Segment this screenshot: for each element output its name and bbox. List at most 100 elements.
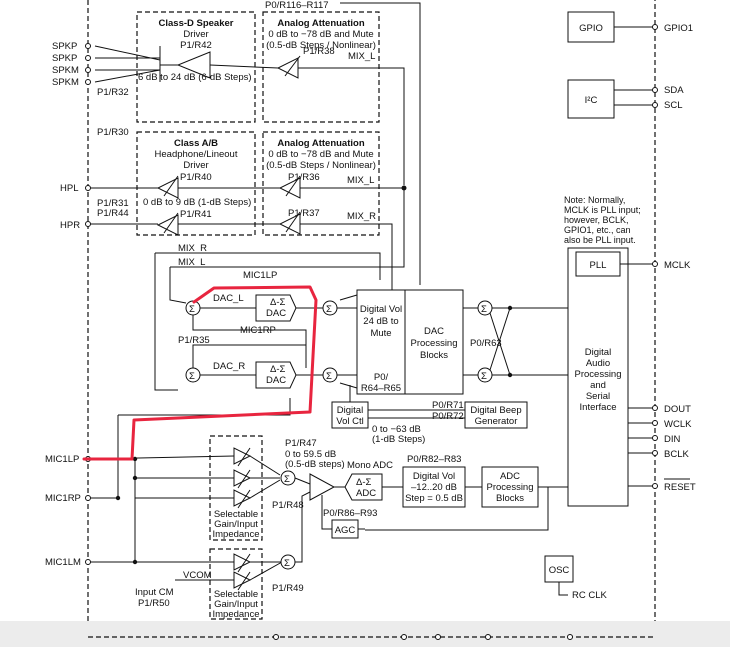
analog-attenuation-1-block: Analog Attenuation 0 dB to −78 dB and Mu…	[262, 11, 380, 123]
pin-mclk: MCLK	[664, 260, 691, 271]
dac-processing-blocks: DAC Processing Blocks	[404, 289, 464, 395]
sum-left-top-sym: Σ	[189, 304, 195, 315]
adc-gain2: (0.5-dB steps)	[285, 459, 345, 470]
atten1-l1: 0 dB to −78 dB and Mute	[268, 29, 373, 40]
sum-adc-top-sym: Σ	[284, 474, 290, 485]
atten2-reg2: P1/R37	[288, 208, 320, 219]
adc-gain1: 0 to 59.5 dB	[285, 449, 336, 460]
hp-reg1: P1/R40	[180, 172, 212, 183]
adc-dv3: Step = 0.5 dB	[405, 493, 463, 504]
right-pins: MCLK DOUT WCLK DIN BCLK RESET	[652, 260, 696, 493]
adc-dv2: –12..20 dB	[411, 482, 457, 493]
digital-vol-ctl: Digital Vol Ctl	[331, 401, 369, 429]
volctl-l2: Vol Ctl	[336, 416, 363, 427]
dac-r-label: DAC_R	[213, 361, 245, 372]
dacproc-l3: Blocks	[420, 350, 448, 361]
pin-gpio1: GPIO1	[664, 23, 693, 34]
ap2: Processing	[487, 482, 534, 493]
beep-range1: 0 to −63 dB	[372, 424, 421, 435]
input-cm-reg: P1/R50	[138, 598, 170, 609]
selgain-top-l1: Selectable	[214, 509, 258, 520]
pin-dout: DOUT	[664, 404, 691, 415]
digvol-l3: Mute	[370, 328, 391, 339]
note-l3: however, BCLK,	[564, 215, 629, 225]
osc-block: OSC RC CLK	[544, 555, 608, 601]
analog-attenuation-2-block: Analog Attenuation 0 dB to −78 dB and Mu…	[262, 131, 380, 236]
adc-processing-blocks: ADC Processing Blocks	[481, 466, 539, 508]
selectable-gain-bottom: Selectable Gain/Input Impedance	[209, 548, 263, 620]
dac-right-label: DAC	[266, 375, 286, 386]
sum-left-bottom-sym: Σ	[189, 371, 195, 382]
dac-right-block	[255, 361, 297, 389]
mic1lp-label: MIC1LP	[243, 270, 277, 281]
atten1-amp-icon	[276, 57, 299, 79]
input-pins: MIC1LP MIC1RP MIC1LM VCOM Input CM P1/R5…	[45, 454, 212, 609]
pin-spkm-2: SPKM	[52, 77, 79, 88]
agc-label: AGC	[335, 525, 356, 536]
pin-spkp-1: SPKP	[52, 41, 77, 52]
pin-mic1rp: MIC1RP	[45, 493, 81, 504]
top-register: P0/R116–R117	[265, 0, 329, 11]
atten1-mix: MIX_L	[348, 51, 375, 62]
atten2-mix1: MIX_L	[347, 175, 374, 186]
p0r63-label: P0/R63	[470, 338, 502, 349]
atten1-l2: (0.5-dB Steps / Nonlinear)	[266, 40, 376, 51]
speaker-reg: P1/R42	[180, 40, 212, 51]
note-l2: MCLK is PLL input;	[564, 205, 641, 215]
dac-digital-volume: Digital Vol 24 dB to Mute P0/ R64–R65	[356, 289, 406, 395]
selgain-top-l2: Gain/Input	[214, 519, 258, 530]
mono-adc-block: Δ-Σ ADC	[344, 473, 383, 501]
ap3: Blocks	[496, 493, 524, 504]
p1r30-label: P1/R30	[97, 127, 129, 138]
dac-left-block	[255, 294, 297, 322]
dac-left-label: DAC	[266, 308, 286, 319]
p1r31-label: P1/R31	[97, 198, 129, 209]
dac-right-sym: Δ-Σ	[270, 364, 286, 375]
serial-l2: Audio	[586, 358, 610, 369]
pll-label: PLL	[590, 260, 607, 271]
note-l5: also be PLL input.	[564, 235, 636, 245]
p1r47-label: P1/R47	[285, 438, 317, 449]
hp-pins: HPL P1/R31 P1/R44 HPR	[60, 183, 129, 231]
p1r35-label: P1/R35	[178, 335, 210, 346]
atten1-title: Analog Attenuation	[277, 18, 364, 29]
atten2-mix2: MIX_R	[347, 211, 376, 222]
r82-label: P0/R82–R83	[407, 454, 461, 465]
ap1: ADC	[500, 471, 520, 482]
hp-reg2: P1/R41	[180, 209, 212, 220]
digvol-l1: Digital Vol	[360, 304, 402, 315]
digvol-l5: R64–R65	[361, 383, 401, 394]
pin-wclk: WCLK	[664, 419, 692, 430]
pin-spkm-1: SPKM	[52, 65, 79, 76]
pin-bclk: BCLK	[664, 449, 689, 460]
class-ab-headphone-block: Class A/B Headphone/Lineout Driver P1/R4…	[136, 131, 256, 236]
note-l1: Note: Normally,	[564, 195, 625, 205]
adc-label: ADC	[356, 488, 376, 499]
selectable-gain-top: Selectable Gain/Input Impedance	[209, 435, 263, 541]
pin-hpl: HPL	[60, 183, 78, 194]
i2c-block: I²C SDA SCL	[567, 79, 684, 119]
pga-amp-icon	[309, 473, 336, 501]
p1r32-label: P1/R32	[97, 87, 129, 98]
pin-sda: SDA	[664, 85, 684, 96]
serial-l5: Serial	[586, 391, 610, 402]
digvol-l4: P0/	[374, 372, 389, 383]
speaker-pins: SPKP SPKP SPKM SPKM P1/R32 P1/R30	[52, 41, 129, 138]
speaker-title: Class-D Speaker	[159, 18, 234, 29]
p1r44-label: P1/R44	[97, 208, 129, 219]
volctl-l1: Digital	[337, 405, 363, 416]
serial-l1: Digital	[585, 347, 611, 358]
digvol-l2: 24 dB to	[363, 316, 398, 327]
serial-l4: and	[590, 380, 606, 391]
note-l4: GPIO1, etc., can	[564, 225, 631, 235]
adc-digital-volume: Digital Vol –12..20 dB Step = 0.5 dB	[402, 466, 466, 508]
pin-spkp-2: SPKP	[52, 53, 77, 64]
pin-hpr: HPR	[60, 220, 80, 231]
pin-reset: RESET	[664, 482, 696, 493]
beep-r71: P0/R71	[432, 400, 464, 411]
rc-clk-label: RC CLK	[572, 590, 608, 601]
dacproc-l2: Processing	[411, 338, 458, 349]
pin-scl: SCL	[664, 100, 682, 111]
